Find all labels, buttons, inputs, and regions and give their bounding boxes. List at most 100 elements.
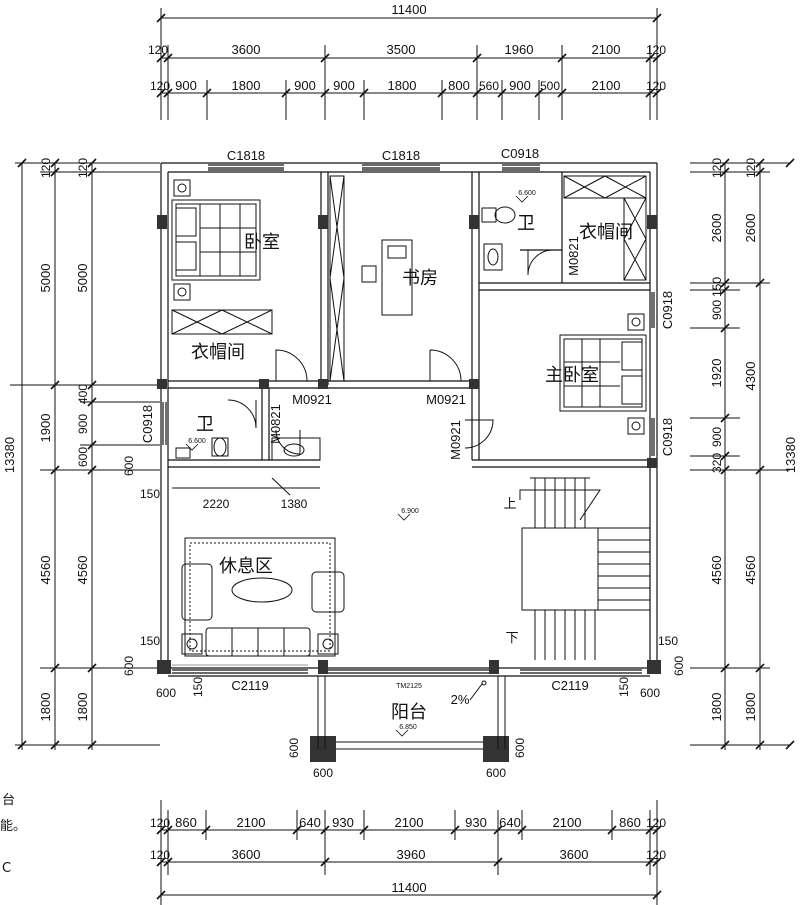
dim-600-balcony-right-v: 600: [513, 738, 527, 758]
window-tag-c0918-left: C0918: [140, 405, 155, 443]
dim-top-r2-9: 500: [540, 79, 560, 93]
dim-right-inner-3: 900: [710, 300, 724, 320]
window-tag-c0918-right-a: C0918: [660, 291, 675, 329]
dim-600-left-low: 600: [122, 656, 136, 676]
dim-bot-r1-0: 120: [150, 816, 170, 830]
dim-right-inner-2: 150: [710, 277, 724, 297]
dim-top-r2-6: 800: [448, 78, 470, 93]
dim-bot-r2-0: 120: [150, 848, 170, 862]
dim-bot-r1-4: 930: [332, 815, 354, 830]
dim-right-inner-7: 4560: [709, 556, 724, 585]
dim-right-inner-6: 320: [710, 453, 724, 473]
stair-up-label: 上: [503, 496, 516, 511]
dim-bot-r2-3: 3600: [560, 847, 589, 862]
dim-bot-r1-6: 930: [465, 815, 487, 830]
door-tag-tm2125: TM2125: [396, 683, 422, 690]
dim-top-r1-1: 3600: [232, 42, 261, 57]
dim-left-outer-1: 5000: [38, 264, 53, 293]
window-tag-c2119-left: C2119: [231, 678, 268, 693]
dim-bot-r2-1: 3600: [232, 847, 261, 862]
dim-top-total: 11400: [391, 2, 426, 17]
dim-bot-r1-10: 120: [646, 816, 666, 830]
dim-600-left-bottom: 600: [156, 686, 176, 700]
dim-150-left-bottom: 150: [191, 677, 205, 697]
room-label-bath-top: 卫: [517, 213, 535, 234]
dim-top-r2-3: 900: [294, 78, 316, 93]
dim-top-r1-3: 1960: [505, 42, 534, 57]
room-label-cloakroom-left: 衣帽间: [191, 342, 245, 363]
level-mark-3: 6.900: [401, 508, 419, 515]
dim-top-r2-7: 560: [479, 79, 499, 93]
room-label-bath-left: 卫: [196, 414, 214, 435]
doors: [172, 249, 554, 666]
dim-bot-r1-8: 2100: [553, 815, 582, 830]
slope-label: 2%: [451, 692, 470, 707]
dim-600-right-low: 600: [672, 656, 686, 676]
dim-top-r2-4: 900: [333, 78, 355, 93]
window-tag-c1818-a: C1818: [227, 148, 265, 163]
dim-right-inner-8: 1800: [709, 693, 724, 722]
dim-left-inner-6: 1800: [75, 693, 90, 722]
dim-right-total: 13380: [783, 437, 798, 473]
dim-left-inner-3: 900: [76, 414, 90, 434]
dim-bot-r2-2: 3960: [397, 847, 426, 862]
room-label-balcony: 阳台: [391, 702, 427, 723]
level-mark-4: 6.850: [399, 724, 417, 731]
dim-600-balcony-left-v: 600: [287, 738, 301, 758]
room-label-master-bedroom: 主卧室: [545, 365, 599, 386]
door-tag-m0821-a: M0821: [268, 404, 283, 444]
dim-top-r2-8: 900: [509, 78, 531, 93]
dim-top-r2-1: 900: [175, 78, 197, 93]
dim-150-right-bottom: 150: [617, 677, 631, 697]
door-tag-m0821-b: M0821: [566, 236, 581, 276]
room-label-bedroom: 卧室: [244, 232, 280, 253]
window-tag-c0918-right-b: C0918: [660, 418, 675, 456]
window-tag-c0918-top: C0918: [501, 146, 539, 161]
dim-right-outer-0: 120: [744, 158, 758, 178]
dim-600-balcony-left-h: 600: [313, 766, 333, 780]
dim-top-r2-5: 1800: [388, 78, 417, 93]
dim-left-inner-5: 4560: [75, 556, 90, 585]
dim-left-inner-4: 600: [76, 447, 90, 467]
dim-600-left-mid: 600: [122, 456, 136, 476]
dim-left-outer-3: 4560: [38, 556, 53, 585]
margin-fragment-2: 能。: [0, 819, 26, 834]
dim-top-r2-11: 120: [646, 79, 666, 93]
door-tag-m0921-a: M0921: [292, 392, 332, 407]
dim-right-inner-1: 2600: [709, 214, 724, 243]
dim-bot-r1-1: 860: [175, 815, 197, 830]
dim-top-r2-0: 120: [150, 79, 170, 93]
dim-top-r2-10: 2100: [592, 78, 621, 93]
room-label-cloakroom-right: 衣帽间: [579, 222, 633, 243]
dim-600-right-bottom: 600: [640, 686, 660, 700]
dim-bot-r1-5: 2100: [395, 815, 424, 830]
dim-bottom-total: 11400: [391, 880, 426, 895]
dim-right-outer-4: 1800: [743, 693, 758, 722]
margin-fragment-3: C: [2, 861, 11, 876]
dim-right-inner-0: 120: [710, 158, 724, 178]
dim-left-inner-1: 5000: [75, 264, 90, 293]
dim-1380: 1380: [281, 497, 308, 511]
dim-right-outer-1: 2600: [743, 214, 758, 243]
door-tag-m0921-b: M0921: [426, 392, 466, 407]
room-label-lounge: 休息区: [219, 556, 273, 577]
dim-top-r1-4: 2100: [592, 42, 621, 57]
dim-right-inner-5: 900: [710, 427, 724, 447]
dim-top-r1-2: 3500: [387, 42, 416, 57]
dim-2220: 2220: [203, 497, 230, 511]
dim-bot-r1-3: 640: [299, 815, 321, 830]
dim-150-left-low: 150: [140, 634, 160, 648]
dim-top-r1-5: 120: [646, 43, 666, 57]
dim-left-total: 13380: [2, 437, 17, 473]
dim-top-r1-0: 120: [148, 43, 168, 57]
dim-150-left-mid: 150: [140, 487, 160, 501]
dim-bot-r1-2: 2100: [237, 815, 266, 830]
stair-down-label: 下: [505, 630, 518, 645]
dim-right-outer-2: 4300: [743, 362, 758, 391]
door-tag-m0921-c: M0921: [448, 420, 463, 460]
dim-bot-r1-7: 640: [499, 815, 521, 830]
level-mark-2: 6.600: [188, 438, 206, 445]
dim-top-r2-2: 1800: [232, 78, 261, 93]
window-tag-c1818-b: C1818: [382, 148, 420, 163]
